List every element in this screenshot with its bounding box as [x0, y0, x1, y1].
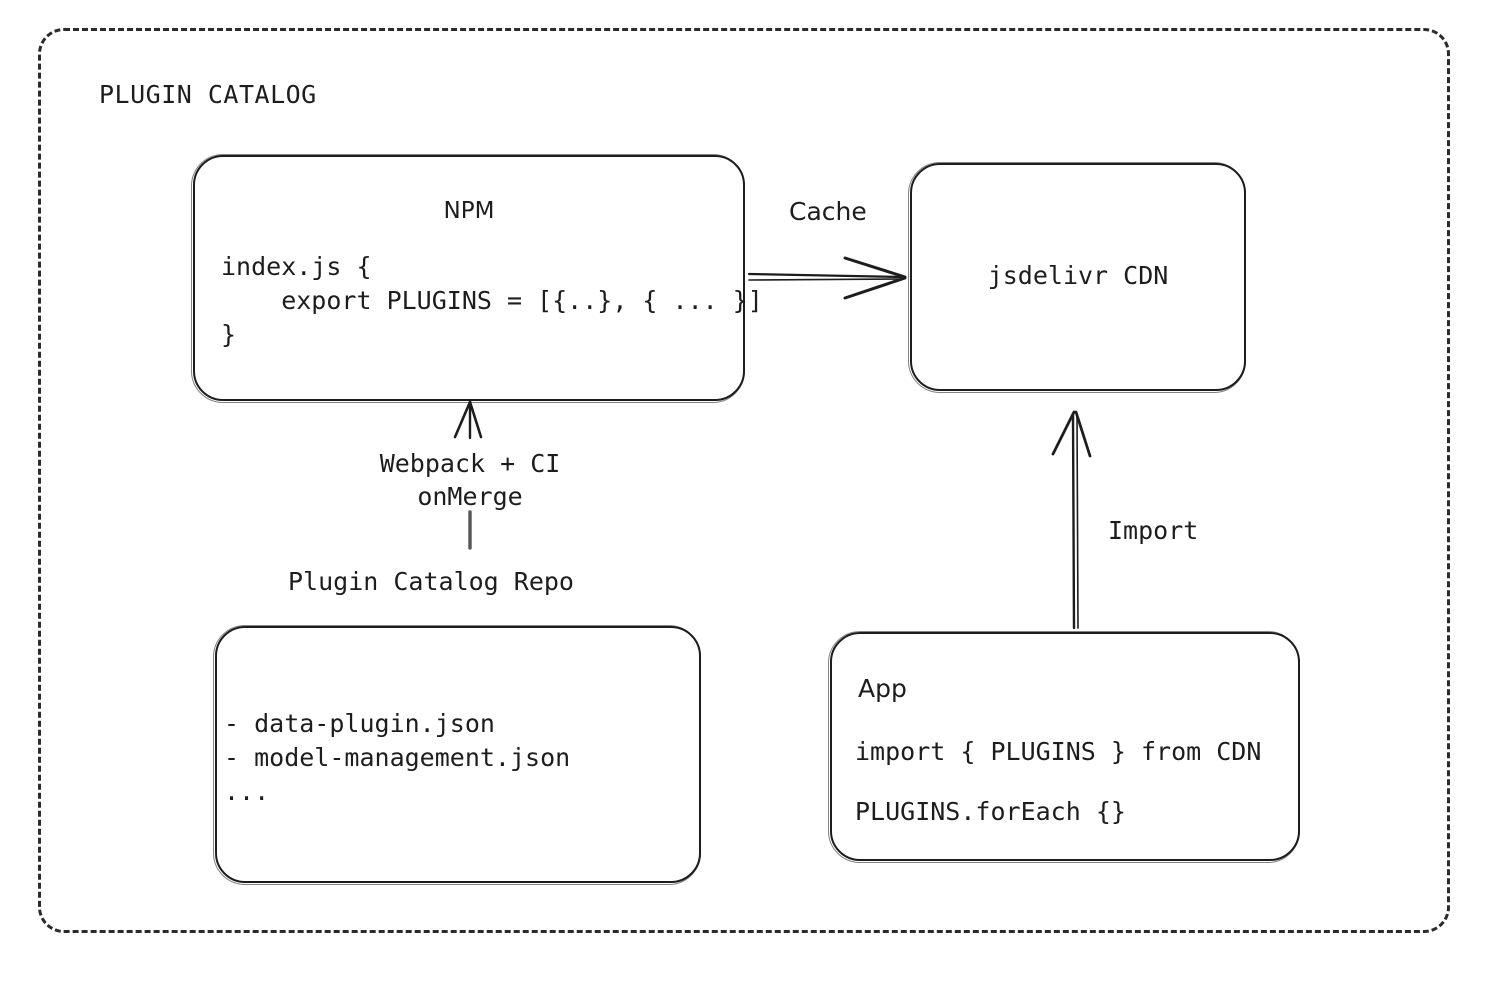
cdn-title: jsdelivr CDN	[987, 261, 1169, 290]
npm-title: NPM	[443, 198, 495, 224]
frame-title: PLUGIN CATALOG	[99, 80, 317, 109]
npm-code-block: index.js { export PLUGINS = [{..}, { ...…	[221, 252, 763, 349]
edge-label-webpack-ci: Webpack + CI onMerge	[379, 449, 561, 511]
app-title: App	[858, 674, 907, 703]
edge-label-cache: Cache	[789, 197, 867, 226]
edge-label-import: Import	[1108, 516, 1199, 545]
repo-file-list: - data-plugin.json - model-management.js…	[224, 709, 571, 806]
node-app[interactable]	[828, 631, 1300, 863]
app-code-foreach: PLUGINS.forEach {}	[855, 797, 1126, 826]
plugin-catalog-frame	[38, 28, 1450, 933]
app-code-import: import { PLUGINS } from CDN	[855, 737, 1262, 766]
repo-caption: Plugin Catalog Repo	[288, 567, 574, 596]
node-npm[interactable]	[191, 154, 745, 403]
node-plugin-catalog-repo[interactable]	[213, 625, 701, 885]
